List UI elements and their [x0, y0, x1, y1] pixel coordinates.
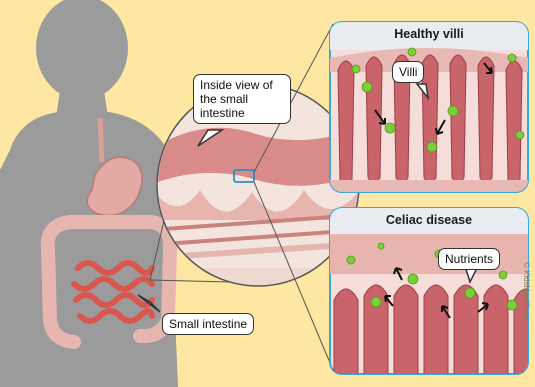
small-intestine-label: Small intestine: [162, 313, 254, 335]
celiac-disease-title: Celiac disease: [332, 213, 526, 227]
villi-label: Villi: [392, 61, 424, 83]
healthy-villi-title: Healthy villi: [332, 27, 526, 41]
esophagus: [100, 118, 102, 162]
healthy-villi-panel: [330, 22, 528, 192]
image-credit: © KidsHealth.org: [522, 262, 531, 323]
flattened-villi: [334, 285, 535, 380]
inside-view-label: Inside view of the small intestine: [193, 74, 291, 124]
nutrients-label: Nutrients: [438, 248, 500, 270]
celiac-panel: [330, 208, 535, 380]
